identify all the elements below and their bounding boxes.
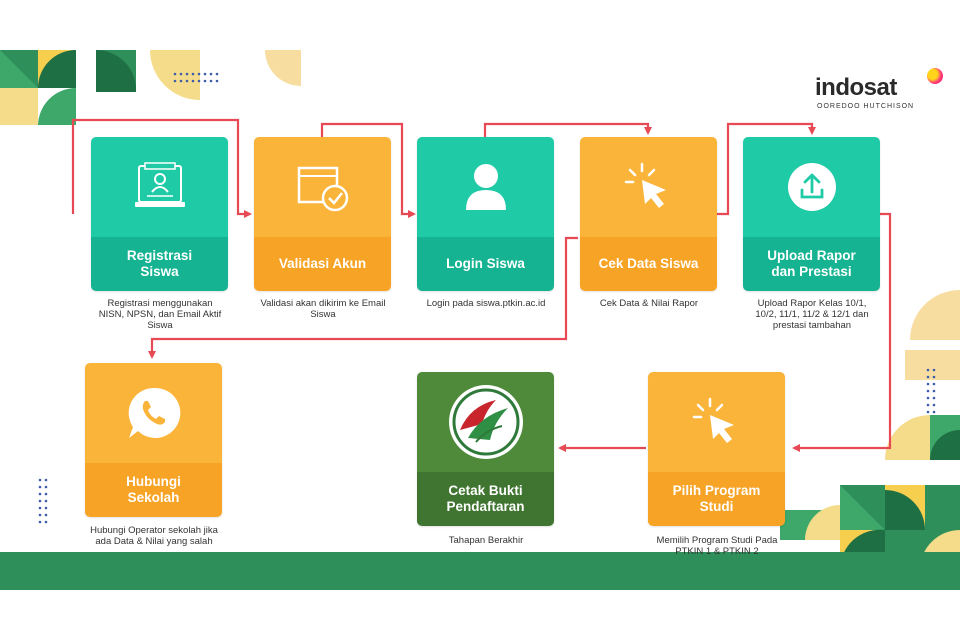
logo-subtitle: OOREDOO HUTCHISON	[817, 103, 915, 110]
step-caption: Validasi akan dikirim ke Email Siswa	[260, 298, 386, 320]
registration-form-icon	[134, 162, 185, 207]
step-title: Pilih Program Studi	[672, 483, 761, 514]
step-caption: Hubungi Operator sekolah jika ada Data &…	[90, 525, 218, 547]
connector-1-2	[71, 118, 252, 218]
step-title: Cek Data Siswa	[598, 256, 699, 271]
logo-mark-icon	[927, 68, 943, 84]
step-title: Registrasi Siswa	[126, 248, 193, 279]
step-pilih-program-studi: Pilih Program Studi	[648, 372, 785, 526]
step-title: Upload Rapor dan Prestasi	[767, 248, 856, 279]
account-validated-icon	[297, 166, 348, 212]
user-icon	[465, 164, 506, 210]
connector-4-5	[716, 122, 816, 216]
whatsapp-icon	[128, 387, 180, 438]
connector-2-3	[320, 122, 416, 218]
connector-4-6	[148, 236, 578, 359]
step-caption: Memilih Program Studi Pada PTKIN 1 & PTK…	[656, 535, 778, 557]
step-upload-rapor: Upload Rapor dan Prestasi	[743, 137, 880, 291]
step-caption: Login pada siswa.ptkin.ac.id	[426, 298, 546, 309]
step-caption: Registrasi menggunakan NISN, NPSN, dan E…	[98, 298, 222, 331]
logo-brand: indosat	[815, 74, 897, 101]
step-cetak-bukti: Cetak Bukti Pendaftaran	[417, 372, 554, 526]
flow-diagram: indosat OOREDOO HUTCHISON Registrasi Sis…	[0, 50, 960, 590]
connector-5-8	[792, 212, 892, 452]
bottom-band	[0, 552, 960, 590]
step-title: Login Siswa	[446, 256, 525, 271]
ptkin-emblem-icon	[448, 385, 523, 459]
step-login-siswa: Login Siswa	[417, 137, 554, 291]
dot-grid-left	[38, 478, 48, 524]
indosat-logo: indosat OOREDOO HUTCHISON	[815, 68, 943, 116]
step-title: Validasi Akun	[278, 256, 367, 271]
step-title: Cetak Bukti Pendaftaran	[446, 483, 525, 514]
cursor-click-icon	[624, 162, 666, 208]
step-registrasi-siswa: Registrasi Siswa	[91, 137, 228, 291]
connector-3-4	[483, 122, 652, 137]
step-caption: Cek Data & Nilai Rapor	[599, 298, 699, 309]
step-cek-data-siswa: Cek Data Siswa	[580, 137, 717, 291]
step-hubungi-sekolah: Hubungi Sekolah	[85, 363, 222, 517]
dot-grid-top	[173, 72, 219, 83]
step-title: Hubungi Sekolah	[126, 474, 181, 505]
step-caption: Upload Rapor Kelas 10/1, 10/2, 11/1, 11/…	[755, 298, 869, 331]
step-caption: Tahapan Berakhir	[448, 535, 524, 546]
upload-icon	[787, 163, 836, 211]
cursor-click-icon	[692, 397, 734, 443]
step-validasi-akun: Validasi Akun	[254, 137, 391, 291]
flow-connectors	[71, 118, 892, 452]
